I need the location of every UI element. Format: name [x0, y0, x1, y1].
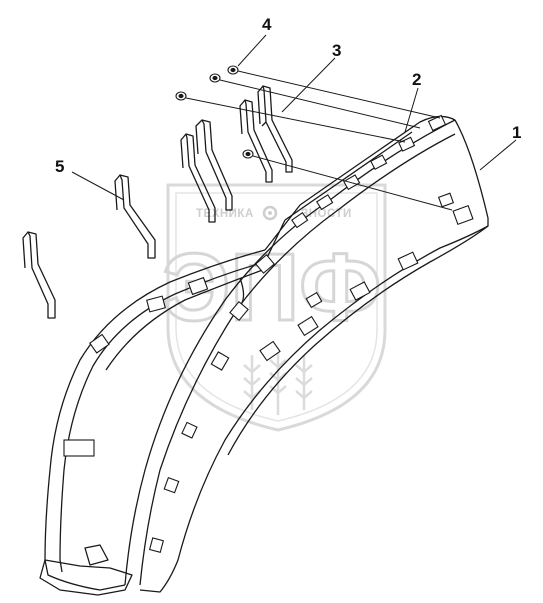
panel-foot-bracket — [84, 544, 109, 566]
callout-5: 5 — [55, 157, 125, 201]
brackets — [22, 85, 293, 319]
panel-top-edge — [124, 119, 456, 586]
clip — [452, 204, 474, 226]
callout-1: 1 — [479, 123, 521, 171]
fastener-nut — [175, 91, 187, 101]
clip — [305, 291, 323, 309]
assembly-line — [252, 155, 453, 211]
callout-4: 4 — [237, 15, 272, 67]
gear-icon — [262, 205, 278, 221]
clip — [291, 211, 309, 229]
callouts: 1 2 3 4 5 — [55, 15, 521, 201]
clip — [259, 340, 281, 362]
clip — [163, 476, 180, 494]
callout-4-label: 4 — [262, 15, 272, 34]
fastener-nut — [209, 73, 221, 83]
callout-2-label: 2 — [412, 70, 421, 89]
bracket-3a-edge — [257, 85, 267, 127]
clip — [63, 439, 95, 457]
clip — [89, 333, 110, 354]
clip — [148, 537, 165, 554]
bracket-mid-b-edge — [180, 133, 187, 169]
callout-3: 3 — [281, 41, 341, 113]
clip — [181, 421, 198, 439]
callout-2: 2 — [404, 70, 421, 133]
clip — [427, 114, 447, 132]
watermark-shield — [166, 183, 387, 432]
panel-front-outer — [44, 249, 266, 591]
watermark: ТЕХНИКА ЗНОСТИ ЭПФ — [161, 183, 387, 432]
callout-3-label: 3 — [332, 41, 341, 60]
rim-clips — [63, 114, 474, 554]
bracket-5a — [119, 174, 156, 259]
bracket-5b-edge — [22, 231, 29, 269]
panel-right-edge — [139, 119, 489, 593]
clip — [437, 192, 455, 208]
assembly-line — [237, 70, 441, 119]
clip — [397, 251, 419, 271]
clip — [255, 254, 275, 274]
panel-rib — [264, 204, 301, 263]
clip — [210, 351, 230, 371]
clip — [229, 301, 249, 321]
bracket-5a-edge — [114, 174, 121, 211]
bracket-3b-edge — [239, 99, 246, 135]
panel-rim-inner — [139, 133, 456, 586]
fastener-nut — [242, 149, 254, 159]
panel-front-inner2 — [105, 267, 269, 371]
watermark-text-left: ТЕХНИКА — [196, 208, 254, 220]
callout-5-label: 5 — [55, 157, 64, 176]
bracket-3a — [262, 85, 293, 173]
bracket-mid-a-edge — [195, 119, 203, 155]
bracket-5b — [27, 231, 56, 319]
assembly-line — [185, 97, 406, 143]
clip — [316, 194, 334, 211]
assembly-line — [219, 79, 421, 129]
bracket-mid-a — [201, 119, 233, 211]
bracket-mid-b — [185, 133, 216, 223]
watermark-shield-inner — [175, 192, 378, 422]
panel-lower-edge — [227, 225, 489, 456]
clip — [146, 295, 166, 313]
bracket-3b — [244, 99, 273, 183]
rim-flange-inner — [284, 131, 413, 221]
clip — [370, 154, 388, 170]
fastener-nut — [227, 65, 239, 75]
fasteners — [175, 65, 453, 211]
clip — [343, 174, 361, 191]
rim-flange — [299, 115, 456, 206]
clip — [398, 136, 416, 152]
panel-foot — [39, 559, 133, 596]
clip — [349, 281, 371, 301]
callout-1-label: 1 — [512, 123, 521, 142]
clip — [187, 276, 209, 296]
clip — [297, 315, 319, 337]
